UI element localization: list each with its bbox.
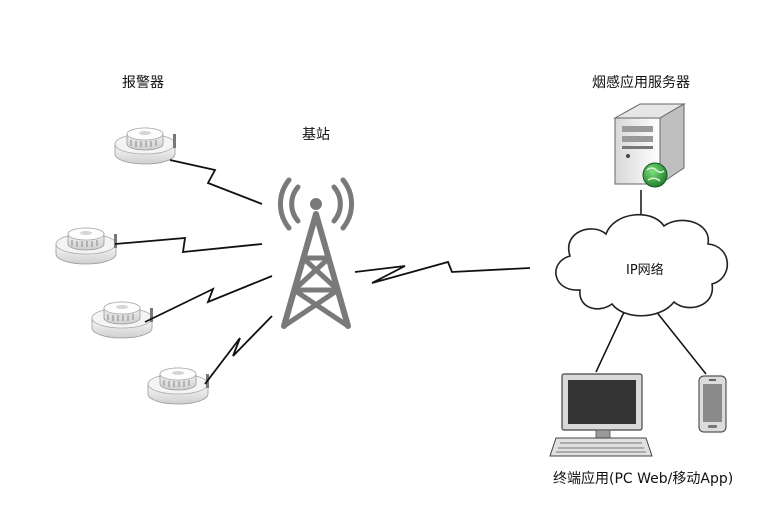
wireless-links — [114, 159, 531, 385]
smoke-detector-icon — [55, 227, 118, 265]
server-icon — [613, 103, 686, 185]
cloud-phone-link — [654, 309, 707, 375]
terminal-app-label: 终端应用(PC Web/移动App) — [553, 471, 734, 487]
connections — [595, 190, 707, 375]
wireless-link — [354, 260, 531, 284]
cell-tower-icon — [278, 177, 354, 329]
desktop-computer-icon — [549, 373, 653, 457]
smoke-detector-icon — [147, 367, 210, 405]
mobile-phone-icon — [698, 375, 727, 433]
alarm-label: 报警器 — [122, 75, 164, 91]
globe-icon — [642, 162, 668, 188]
cloud-pc-link — [595, 309, 626, 373]
cloud-icon — [555, 213, 729, 317]
smoke-detector-icon — [91, 301, 154, 339]
wireless-link — [114, 237, 263, 254]
ip-network-label: IP网络 — [626, 263, 664, 278]
base-station-label: 基站 — [302, 127, 330, 143]
wireless-link — [144, 275, 273, 323]
wireless-link — [204, 315, 273, 385]
smoke-detector-icon — [114, 127, 177, 165]
wireless-link — [169, 159, 263, 205]
server-label: 烟感应用服务器 — [592, 75, 690, 91]
